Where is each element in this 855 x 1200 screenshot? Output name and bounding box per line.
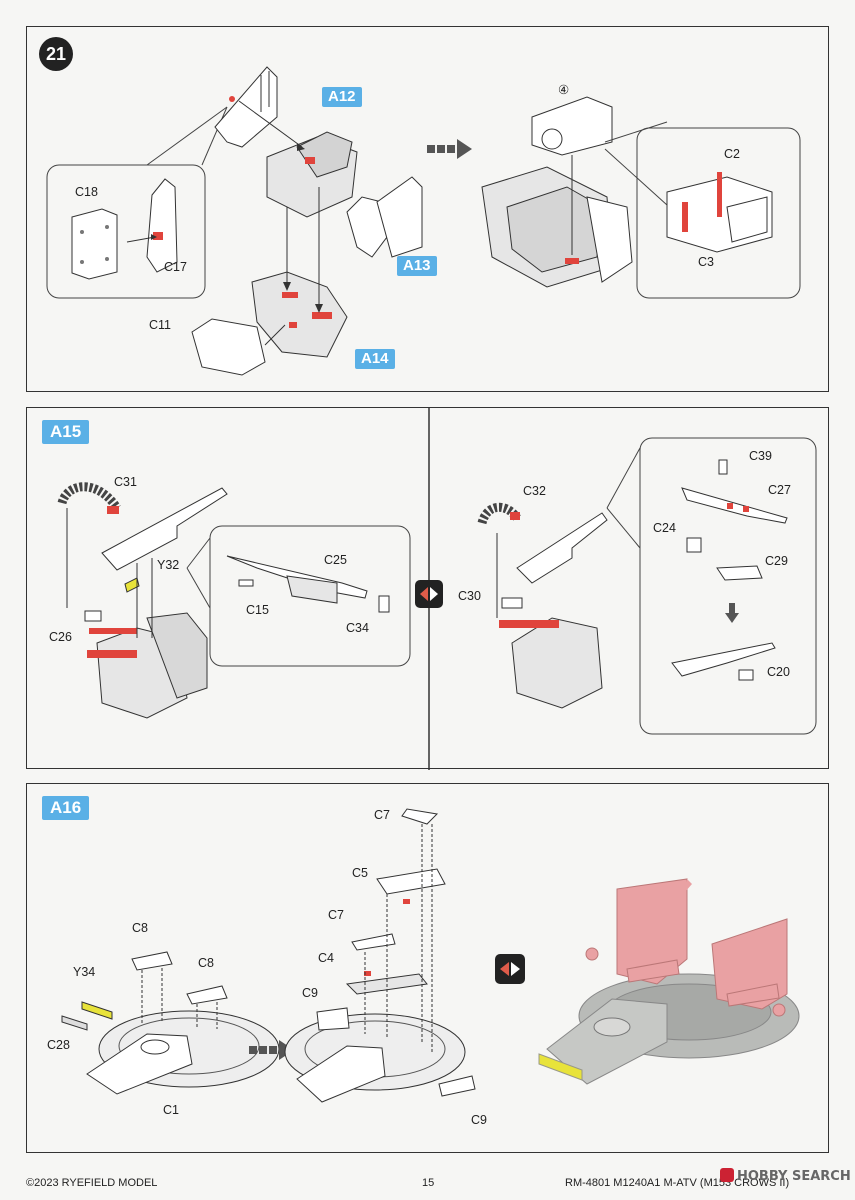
part-label-c39: C39 xyxy=(749,449,772,463)
subassembly-tag-a12: A12 xyxy=(322,87,362,107)
part-label-c34: C34 xyxy=(346,621,369,635)
part-label-c18: C18 xyxy=(75,185,98,199)
part-label-c2: C2 xyxy=(724,147,740,161)
part-label-c31: C31 xyxy=(114,475,137,489)
part-label-c1: C1 xyxy=(163,1103,179,1117)
footer-page-number: 15 xyxy=(422,1177,435,1189)
a15-illustration xyxy=(57,408,817,770)
part-label-c5: C5 xyxy=(352,866,368,880)
part-label-c27: C27 xyxy=(768,483,791,497)
part-label-c9-left: C9 xyxy=(302,986,318,1000)
footer-copyright: ©2023 RYEFIELD MODEL xyxy=(26,1177,158,1189)
part-label-c4: C4 xyxy=(318,951,334,965)
part-label-y34: Y34 xyxy=(73,965,96,979)
step-number-badge: 21 xyxy=(39,37,73,71)
part-label-c17: C17 xyxy=(164,260,187,274)
part-label-c26: C26 xyxy=(49,630,72,644)
part-label-c29: C29 xyxy=(765,554,788,568)
part-label-y32: Y32 xyxy=(157,558,180,572)
step-21-illustration xyxy=(46,66,801,376)
step-21-panel: 21 xyxy=(26,26,829,392)
subassembly-tag-a16: A16 xyxy=(42,796,90,820)
a15-panel: A15 C31 Y32 C26 C25 C15 C34 C32 C30 C39 … xyxy=(26,407,829,770)
part-label-c25: C25 xyxy=(324,553,347,567)
part-label-c9-right: C9 xyxy=(471,1113,487,1127)
part-label-c3: C3 xyxy=(698,255,714,269)
part-label-c11: C11 xyxy=(149,318,172,332)
part-label-c24: C24 xyxy=(653,521,676,535)
watermark-logo-icon xyxy=(720,1168,734,1182)
part-label-c28: C28 xyxy=(47,1038,70,1052)
part-label-c8-right: C8 xyxy=(198,956,214,970)
watermark-text: HOBBY SEARCH xyxy=(737,1169,851,1184)
part-label-c30: C30 xyxy=(458,589,481,603)
part-label-c15: C15 xyxy=(246,603,269,617)
part-label-c20: C20 xyxy=(767,665,790,679)
part-label-c7-mid: C7 xyxy=(328,908,344,922)
part-label-c8-left: C8 xyxy=(132,921,148,935)
part-label-c32: C32 xyxy=(523,484,546,498)
subassembly-tag-a13: A13 xyxy=(397,256,437,276)
subassembly-tag-a15: A15 xyxy=(42,420,90,444)
watermark: HOBBY SEARCH xyxy=(720,1168,851,1184)
a16-illustration xyxy=(61,808,800,1103)
callout-number: ④ xyxy=(558,83,570,97)
a16-panel: A16 C8 C8 Y34 C28 C1 C7 C5 C7 C4 C9 C9 xyxy=(26,783,829,1153)
part-label-c7-top: C7 xyxy=(374,808,390,822)
subassembly-tag-a14: A14 xyxy=(355,349,395,369)
